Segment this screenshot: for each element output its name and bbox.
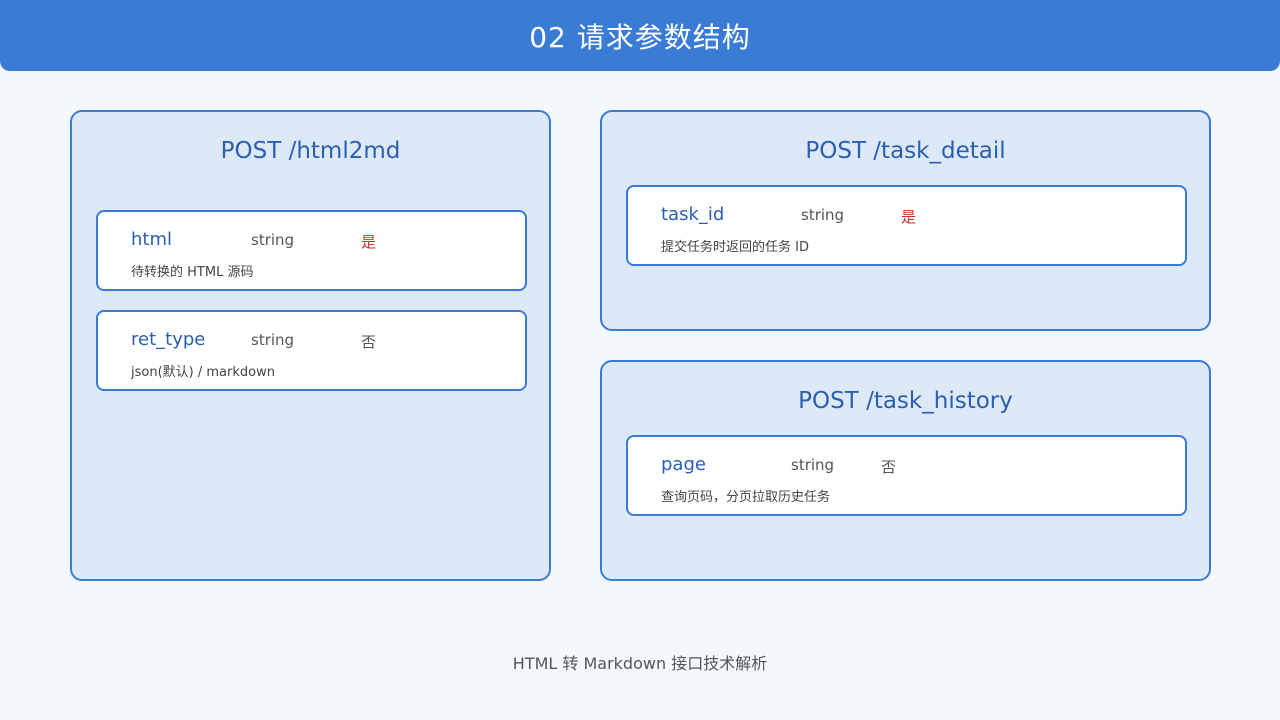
param-card-task-id: task_id string 是 提交任务时返回的任务 ID bbox=[626, 185, 1187, 266]
param-required-badge: 是 bbox=[361, 233, 377, 251]
header-bar: 02 请求参数结构 bbox=[0, 0, 1280, 71]
param-card-ret-type: ret_type string 否 json(默认) / markdown bbox=[96, 310, 527, 391]
param-required-badge: 否 bbox=[361, 333, 377, 351]
param-description: json(默认) / markdown bbox=[131, 365, 275, 380]
panel-title-html2md: POST /html2md bbox=[220, 138, 401, 164]
panel-title-task-history: POST /task_history bbox=[798, 388, 1013, 414]
param-description: 待转换的 HTML 源码 bbox=[131, 265, 254, 280]
footer-caption: HTML 转 Markdown 接口技术解析 bbox=[512, 654, 768, 673]
page-title: 02 请求参数结构 bbox=[529, 20, 751, 54]
param-type: string bbox=[251, 331, 295, 349]
param-name: task_id bbox=[661, 204, 725, 225]
param-type: string bbox=[801, 206, 845, 224]
param-description: 提交任务时返回的任务 ID bbox=[661, 240, 809, 255]
panel-html2md: POST /html2md html string 是 待转换的 HTML 源码… bbox=[70, 110, 551, 581]
param-name: html bbox=[131, 229, 173, 250]
panel-title-task-detail: POST /task_detail bbox=[805, 138, 1006, 164]
panel-task-detail: POST /task_detail task_id string 是 提交任务时… bbox=[600, 110, 1211, 331]
panel-task-history: POST /task_history page string 否 查询页码，分页… bbox=[600, 360, 1211, 581]
param-card-html: html string 是 待转换的 HTML 源码 bbox=[96, 210, 527, 291]
param-type: string bbox=[791, 456, 835, 474]
param-description: 查询页码，分页拉取历史任务 bbox=[661, 490, 831, 505]
param-type: string bbox=[251, 231, 295, 249]
param-required-badge: 否 bbox=[881, 458, 897, 476]
param-name: ret_type bbox=[131, 329, 206, 350]
param-card-page: page string 否 查询页码，分页拉取历史任务 bbox=[626, 435, 1187, 516]
param-name: page bbox=[661, 454, 706, 475]
param-required-badge: 是 bbox=[901, 208, 917, 226]
